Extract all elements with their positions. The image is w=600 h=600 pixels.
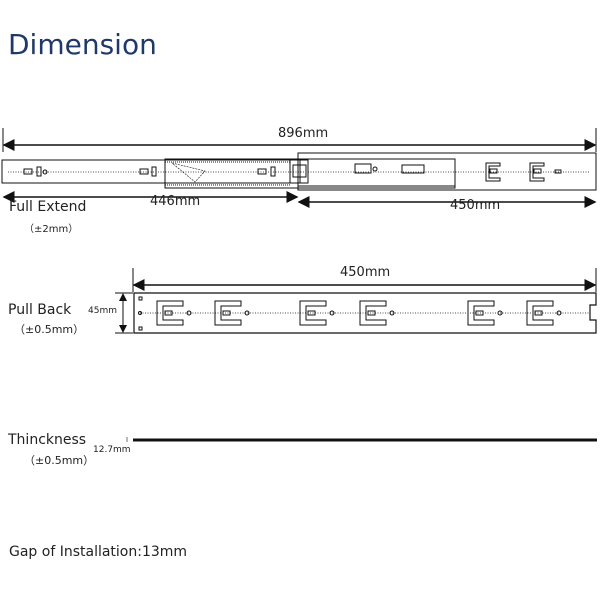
bracket-icon bbox=[299, 300, 327, 326]
screw-hole bbox=[556, 310, 562, 316]
dimension-896 bbox=[2, 128, 597, 152]
dimension-450-pullback bbox=[132, 268, 597, 292]
thickness-line bbox=[126, 437, 597, 442]
pull-back-tolerance: （±0.5mm） bbox=[14, 323, 85, 336]
rail-length-label: 450mm bbox=[450, 198, 501, 213]
screw-hole bbox=[389, 310, 395, 316]
bracket-icon bbox=[214, 300, 242, 326]
slot-hole bbox=[367, 310, 376, 316]
page-title: Dimension bbox=[8, 28, 157, 61]
slot-hole bbox=[222, 310, 231, 316]
thickness-label: Thinckness bbox=[8, 432, 87, 448]
screw-hole bbox=[329, 310, 335, 316]
total-length-label: 896mm bbox=[278, 126, 329, 141]
extension-length-label: 446mm bbox=[150, 194, 201, 209]
slot-hole bbox=[534, 310, 543, 316]
pull-back-label: Pull Back bbox=[8, 302, 72, 318]
bracket-icon bbox=[526, 300, 554, 326]
screw-hole bbox=[497, 310, 503, 316]
dimension-45 bbox=[115, 292, 133, 334]
slot-hole bbox=[164, 310, 173, 316]
full-extend-tolerance: （±2mm） bbox=[24, 224, 79, 235]
screw-hole bbox=[186, 310, 192, 316]
full-extend-label: Full Extend bbox=[9, 199, 87, 215]
slot-hole bbox=[475, 310, 484, 316]
slot-hole bbox=[307, 310, 316, 316]
extended-slide bbox=[1, 152, 597, 191]
thickness-value: 12.7mm bbox=[93, 445, 131, 455]
bracket-icon bbox=[467, 300, 495, 326]
height-label: 45mm bbox=[88, 306, 117, 316]
bracket-icon bbox=[359, 300, 387, 326]
retracted-slide bbox=[133, 292, 597, 334]
installation-gap: Gap of Installation:13mm bbox=[9, 544, 188, 560]
pullback-length-label: 450mm bbox=[340, 265, 391, 280]
thickness-tolerance: （±0.5mm） bbox=[24, 454, 95, 467]
screw-hole bbox=[244, 310, 250, 316]
bracket-icon bbox=[156, 300, 184, 326]
